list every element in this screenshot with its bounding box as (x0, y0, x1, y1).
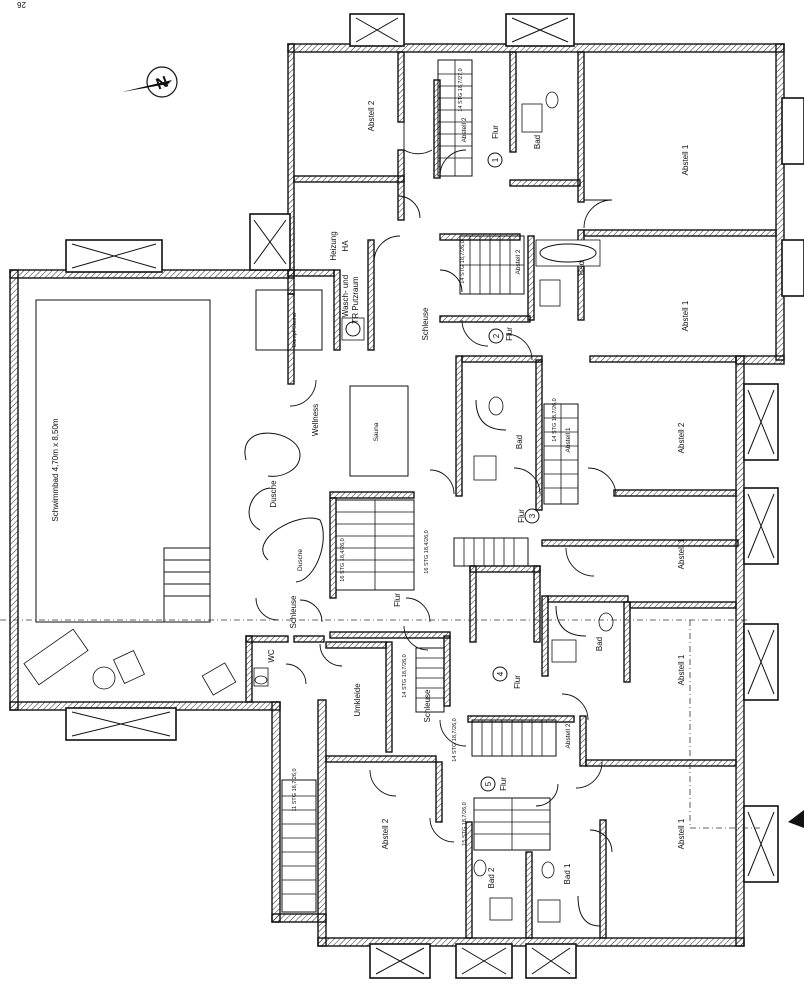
section-marker-icon (788, 810, 804, 828)
label-dusche-1: Dusche (269, 480, 278, 508)
shower-wall-1 (244, 432, 301, 477)
sauna-room (349, 385, 409, 477)
label-ha: HA (341, 240, 350, 252)
svg-text:N: N (154, 74, 171, 94)
bathtub-icon (535, 239, 601, 267)
stair-label-5: 16 STG 18,4/26,0 (340, 538, 346, 581)
label-putzraum: TR Putzraum (351, 276, 360, 323)
label-dusche-2: Dusche (297, 549, 304, 571)
door-swing-icon (255, 122, 617, 853)
shower-wall-2 (262, 517, 324, 583)
label-wc: WC (267, 649, 276, 663)
label-bad-1-bottom: Bad 1 (563, 863, 572, 884)
unit-number-3: 3 (528, 513, 537, 518)
label-schleuse-top: Schleuse (421, 307, 430, 340)
corridor-wall-bottom (271, 913, 327, 923)
label-abstell2-top: Abstell 2 (367, 100, 376, 131)
label-schleuse-mid: Schleuse (423, 689, 432, 722)
label-sauna: Sauna (373, 422, 380, 441)
stair-label-3: 14 STG 18,7/26,0 (552, 398, 558, 441)
label-flur-3: Flur (517, 509, 526, 523)
label-abstell2-r3: Abstell 2 (677, 422, 686, 453)
stair-label-1: 14 STG 18,7/27,0 (458, 68, 464, 111)
label-flur-1: Flur (491, 125, 500, 139)
label-abstell1-r2: Abstell 1 (681, 300, 690, 331)
window-icon (65, 13, 804, 979)
unit-number-4: 4 (496, 671, 505, 676)
toilet-icon (473, 91, 614, 879)
sink-icon (473, 103, 577, 923)
steam-sauna-room (255, 289, 323, 351)
stair-label-2: 14 STG 18,7/26,0 (460, 240, 466, 283)
label-bad-1: Bad (533, 135, 542, 149)
label-bad-3: Bad (515, 435, 524, 449)
page-number: 26 (17, 0, 26, 9)
sun-lounger-icon (23, 628, 237, 696)
stair-label-6: 14 STG 18,7/26,0 (402, 654, 408, 697)
label-bad-2: Bad (577, 261, 586, 275)
label-dampf-sauna: Dampf-Sauna (292, 312, 298, 347)
stair-icon (281, 59, 579, 913)
label-flur-4: Flur (513, 675, 522, 689)
unit-number-5: 5 (484, 781, 493, 786)
north-arrow-icon: N (122, 66, 180, 98)
wall-west-lower (317, 699, 327, 947)
label-abstell1-r1: Abstell 1 (681, 144, 690, 175)
unit-markers: 1 2 3 4 5 (480, 152, 540, 792)
label-abstell1-r5: Abstell 1 (677, 654, 686, 685)
label-wellness: Wellness (311, 404, 320, 436)
label-flur-5: Flur (499, 777, 508, 791)
label-abstell2-small1: Abstell 2 (461, 117, 468, 142)
label-pool: Schwimmbad 4,70m x 8,50m (51, 418, 60, 521)
stair-label-9: 11 STG 18,7/26,0 (292, 768, 298, 811)
label-abstell2-bottom: Abstell 2 (381, 818, 390, 849)
label-abstell2-small4: Abstell 2 (565, 723, 572, 748)
stair-label-4: 16 STG 18,4/26,0 (424, 530, 430, 573)
label-abstell1-small1: Abstell 1 (565, 427, 572, 452)
unit-number-1: 1 (491, 157, 500, 162)
wall-east-lower (735, 355, 745, 947)
label-heizung: Heizung (329, 231, 338, 260)
label-flur-2: Flur (505, 327, 514, 341)
stair-label-8: 15 STG 18,7/26,0 (462, 802, 468, 845)
washing-machine (341, 317, 365, 341)
shower-wall-1b (248, 487, 271, 531)
label-flur-center: Flur (393, 593, 402, 607)
stair-label-7: 14 STG 18,7/26,0 (452, 718, 458, 761)
stair-annotations: 14 STG 18,7/27,0 14 STG 18,7/26,0 14 STG… (292, 68, 558, 845)
label-bad-4: Bad (595, 637, 604, 651)
pool-steps (163, 547, 211, 623)
label-wasch: Wasch- und (341, 275, 350, 317)
label-abstell1-r4: Abstell 1 (677, 538, 686, 569)
label-schleuse-left: Schleuse (289, 595, 298, 628)
label-abstell1-r6: Abstell 1 (677, 818, 686, 849)
label-bad-2-bottom: Bad 2 (487, 867, 496, 888)
pool-wall-west (9, 269, 19, 711)
label-abstell2-small2: Abstell 2 (515, 249, 522, 274)
wall-east-upper (775, 43, 785, 361)
unit-number-2: 2 (492, 333, 501, 338)
pool-basin (35, 299, 211, 623)
toilet-icon (253, 667, 269, 687)
corridor-wall (271, 701, 281, 923)
label-umkleide: Umkleide (353, 683, 362, 717)
shower-tray (475, 399, 507, 431)
